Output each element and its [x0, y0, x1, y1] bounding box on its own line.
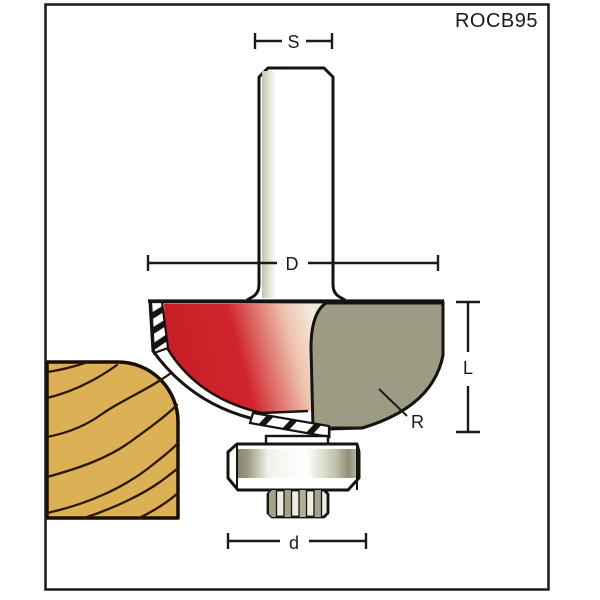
wood-workpiece: [45, 360, 180, 520]
radius-leader: [378, 388, 408, 417]
cutter-head: [148, 300, 445, 439]
knurled-nut: [266, 488, 330, 519]
cutter-red-face: [164, 304, 324, 413]
label-cutting-diameter: D: [286, 254, 299, 274]
cutter-body-side: [309, 301, 445, 430]
wood-grain-lines: [45, 360, 180, 520]
dimension-lines: [146, 33, 480, 549]
product-code: ROCB95: [455, 10, 538, 32]
label-bearing-diameter: d: [289, 533, 299, 553]
shank: [246, 66, 346, 302]
knurl-stripes: [269, 490, 323, 517]
wood-block: [45, 360, 180, 520]
label-shank-diameter: S: [287, 32, 299, 52]
diagram-frame: [44, 3, 550, 591]
label-cutting-length: L: [463, 358, 473, 378]
dimension-d-major: [146, 255, 440, 271]
dimension-d-minor: [226, 533, 368, 549]
dimension-s: [253, 33, 334, 49]
shank-shading: [262, 71, 275, 298]
bearing-assembly: [226, 434, 361, 519]
dimension-l: [456, 300, 480, 434]
flute-inner-curve: [164, 345, 309, 415]
label-profile-radius: R: [411, 412, 424, 432]
bearing-race-band: [238, 449, 356, 478]
